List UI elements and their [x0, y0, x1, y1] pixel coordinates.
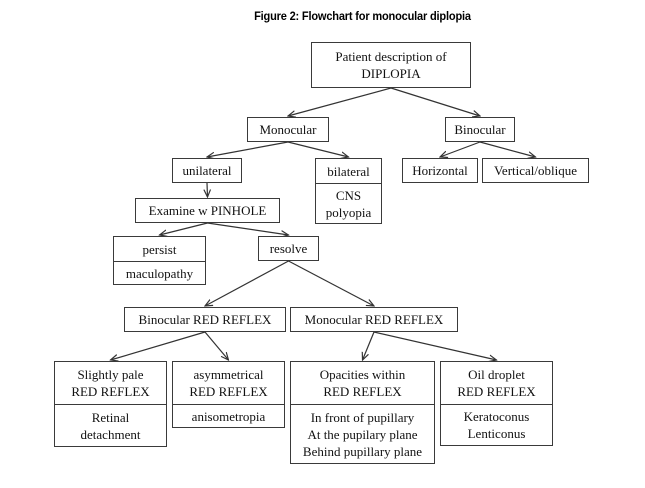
- node-label-line: bilateral: [327, 163, 370, 179]
- figure-title: Figure 2: Flowchart for monocular diplop…: [254, 9, 471, 23]
- node-label: resolve: [259, 237, 318, 260]
- node-label: Binocular RED REFLEX: [125, 308, 285, 331]
- node-label: Monocular RED REFLEX: [291, 308, 457, 331]
- node-label: Vertical/oblique: [483, 159, 588, 182]
- node-label-line: Patient description of: [335, 49, 447, 64]
- edge-monocular-to-unilateral: [207, 141, 289, 157]
- node-detail-line: anisometropia: [191, 408, 266, 424]
- edge-binocular-to-vertical_oblique: [479, 141, 536, 157]
- node-binocular: Binocular: [445, 117, 515, 142]
- edge-resolve-to-binocular_red_reflex: [205, 260, 289, 306]
- node-detail-line: polyopia: [325, 204, 372, 220]
- node-detail-line: In front of pupillary: [310, 409, 415, 425]
- node-label: unilateral: [173, 159, 241, 182]
- node-detail: anisometropia: [173, 404, 284, 427]
- node-horizontal: Horizontal: [402, 158, 478, 183]
- node-detail-line: Behind pupillary plane: [302, 443, 423, 459]
- node-label-line: Vertical/oblique: [493, 163, 578, 178]
- edge-monocular_red_reflex-to-oil_droplet: [373, 331, 497, 360]
- node-label-line: Slightly pale: [77, 367, 144, 382]
- node-monocular-red-reflex: Monocular RED REFLEX: [290, 307, 458, 332]
- node-label: bilateral: [316, 159, 381, 183]
- node-detail-line: Keratoconus: [463, 409, 530, 424]
- node-detail: maculopathy: [114, 261, 205, 284]
- node-label-line: Binocular RED REFLEX: [138, 312, 272, 327]
- edge-binocular_red_reflex-to-asymmetrical: [204, 331, 229, 360]
- node-resolve: resolve: [258, 236, 319, 261]
- edge-root-to-monocular: [288, 87, 392, 116]
- node-label-line: RED REFLEX: [189, 384, 268, 399]
- node-label-line: Oil droplet: [468, 367, 525, 382]
- node-binocular-red-reflex: Binocular RED REFLEX: [124, 307, 286, 332]
- node-label: Horizontal: [403, 159, 477, 182]
- edge-binocular_red_reflex-to-slightly_pale: [111, 331, 206, 360]
- node-detail-line: detachment: [80, 426, 141, 442]
- edge-monocular-to-bilateral: [287, 141, 349, 157]
- edge-monocular_red_reflex-to-opacities: [363, 331, 375, 360]
- edge-root-to-binocular: [390, 87, 480, 116]
- node-label: Monocular: [248, 118, 328, 141]
- edge-resolve-to-monocular_red_reflex: [288, 260, 375, 306]
- node-label-line: Opacities within: [319, 367, 406, 382]
- node-detail-line: CNS: [335, 187, 362, 203]
- node-unilateral: unilateral: [172, 158, 242, 183]
- node-label-line: Monocular: [259, 122, 317, 137]
- edge-unilateral-to-examine_pinhole: [207, 182, 208, 197]
- node-vertical-oblique: Vertical/oblique: [482, 158, 589, 183]
- node-persist: persist maculopathy: [113, 236, 206, 285]
- node-label-line: resolve: [269, 241, 308, 256]
- node-label-line: asymmetrical: [193, 367, 264, 382]
- node-detail-line: maculopathy: [125, 265, 194, 281]
- edge-examine_pinhole-to-resolve: [207, 222, 289, 235]
- node-patient-description: Patient description of DIPLOPIA: [311, 42, 471, 88]
- node-detail-line: Lenticonus: [467, 426, 526, 441]
- node-examine-pinhole: Examine w PINHOLE: [135, 198, 280, 223]
- node-label-line: DIPLOPIA: [361, 66, 421, 81]
- node-label: persist: [114, 237, 205, 261]
- node-label-line: persist: [142, 241, 177, 257]
- edge-binocular-to-horizontal: [440, 141, 481, 157]
- node-detail-line: At the pupilary plane: [307, 426, 418, 442]
- node-label-line: Monocular RED REFLEX: [304, 312, 444, 327]
- node-label-line: unilateral: [182, 163, 232, 178]
- node-label-line: RED REFLEX: [457, 384, 536, 399]
- node-label-line: Binocular: [454, 122, 506, 137]
- node-label: Binocular: [446, 118, 514, 141]
- node-label-line: Examine w PINHOLE: [148, 203, 267, 218]
- node-label-line: RED REFLEX: [323, 384, 402, 399]
- edge-examine_pinhole-to-persist: [160, 222, 208, 235]
- node-label: Patient description of DIPLOPIA: [312, 43, 470, 87]
- node-label-line: Horizontal: [412, 163, 468, 178]
- node-detail-line: Retinal: [91, 409, 130, 425]
- node-monocular: Monocular: [247, 117, 329, 142]
- node-label: Examine w PINHOLE: [136, 199, 279, 222]
- node-label-line: RED REFLEX: [71, 384, 150, 399]
